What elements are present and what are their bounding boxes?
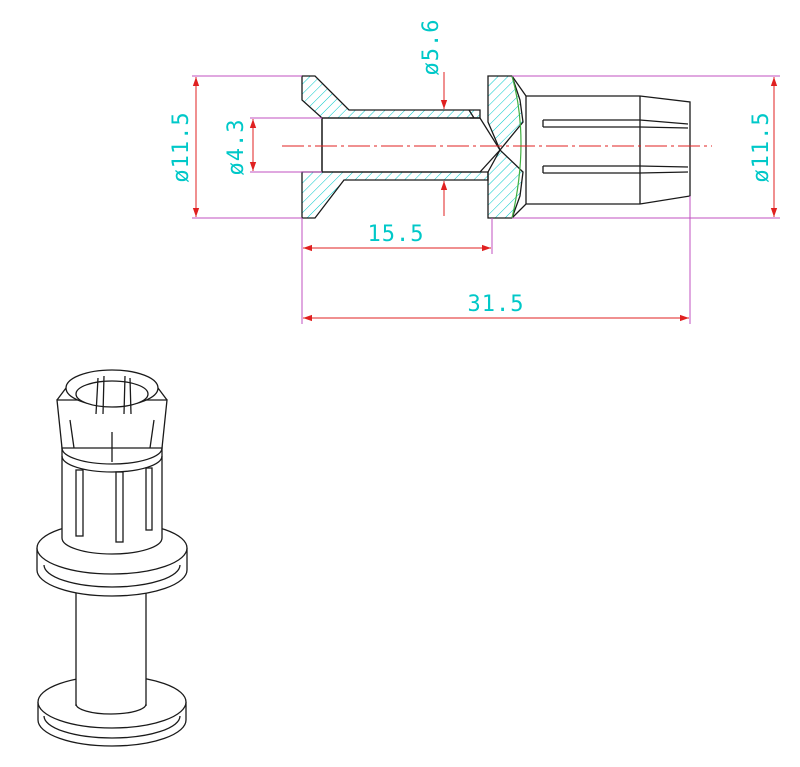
- label-neck-diameter: ø5.6: [419, 19, 444, 76]
- label-head-length: 15.5: [368, 222, 425, 247]
- hatch-left-lower: [301, 171, 489, 219]
- label-inner-bore-diameter: ø4.3: [224, 119, 249, 176]
- label-overall-length: 31.5: [468, 292, 525, 317]
- label-right-outer-diameter: ø11.5: [749, 111, 774, 182]
- section-hatching: [301, 75, 524, 219]
- section-view: [282, 75, 712, 219]
- shaft: [75, 586, 147, 715]
- label-left-outer-diameter: ø11.5: [169, 111, 194, 182]
- isometric-view: [36, 369, 188, 747]
- hatch-left-upper: [301, 75, 481, 119]
- dimension-lines: [192, 72, 778, 322]
- split-sleeve: [56, 369, 168, 555]
- dimension-labels: ø11.5 ø4.3 ø5.6 ø11.5 15.5 31.5: [169, 19, 774, 317]
- bore-outline: [321, 109, 501, 173]
- dimensions: [192, 75, 780, 324]
- split-sleeve-body: [511, 75, 691, 219]
